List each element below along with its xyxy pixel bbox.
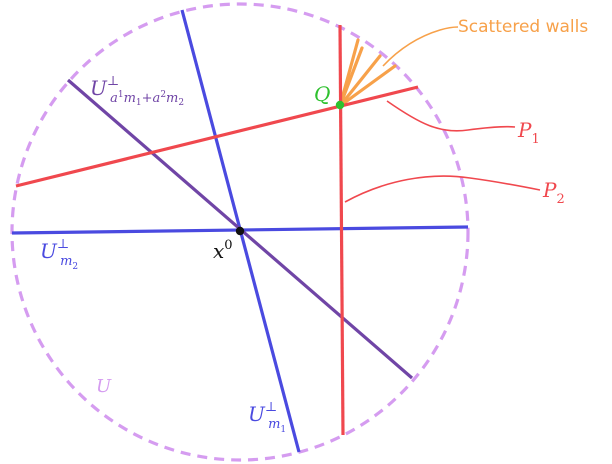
P2-leader: [344, 175, 541, 203]
label-U-comb-m: m: [124, 91, 136, 106]
label-U-domain: U: [96, 376, 112, 397]
label-U-m2-sub: m: [60, 254, 72, 269]
scattered-wall-2: [338, 54, 382, 108]
label-U-m2-subsub: 2: [72, 262, 78, 272]
label-U-comb-m2: m: [166, 91, 178, 106]
label-U-comb-main: U: [90, 76, 108, 100]
scattered-walls-leader: [382, 26, 459, 67]
point-Q: [335, 100, 345, 110]
label-U-comb-m2-sub: 2: [178, 98, 184, 108]
label-U-combined: U⊥a1m1+a2m2: [90, 74, 184, 108]
label-U-comb-a: a: [110, 91, 118, 106]
label-U-comb-a2-sup: 2: [160, 90, 166, 100]
wall-P1: [15, 85, 419, 188]
label-U-m1-main: U: [248, 402, 266, 426]
label-U-comb-plus: +a: [142, 91, 161, 106]
point-x0: [235, 226, 245, 236]
label-U-m2: U⊥ m2: [40, 237, 78, 272]
wall-P2: [338, 24, 345, 436]
scattered-walls: [338, 38, 397, 108]
label-P1: P1: [517, 118, 540, 147]
label-P2: P2: [542, 178, 565, 207]
label-U-m1-sub: m: [268, 417, 280, 432]
label-U-m1: U⊥ m1: [248, 400, 286, 435]
label-Q: Q: [314, 82, 330, 106]
label-U-comb-a-sup: 1: [118, 90, 124, 100]
label-U-m1-subsub: 1: [280, 425, 286, 435]
P1-leader: [386, 100, 516, 132]
scattered-wall-3: [338, 64, 397, 108]
label-U-comb-sup: ⊥: [107, 74, 119, 89]
label-P1-sub: 1: [531, 132, 539, 147]
label-x0-sup: 0: [224, 238, 232, 253]
label-x0-main: x: [213, 239, 224, 263]
scattered-walls-label: Scattered walls: [458, 17, 588, 37]
label-P2-main: P: [542, 178, 557, 202]
label-U-comb-m-sub: 1: [136, 98, 142, 108]
label-P1-main: P: [517, 118, 532, 142]
scattered-wall-4: [338, 46, 364, 108]
label-U-m1-sup: ⊥: [265, 400, 277, 415]
label-U-m2-sup: ⊥: [57, 237, 69, 252]
label-P2-sub: 2: [556, 192, 564, 207]
label-U-m2-main: U: [40, 239, 58, 263]
label-x0: x0: [213, 238, 233, 263]
